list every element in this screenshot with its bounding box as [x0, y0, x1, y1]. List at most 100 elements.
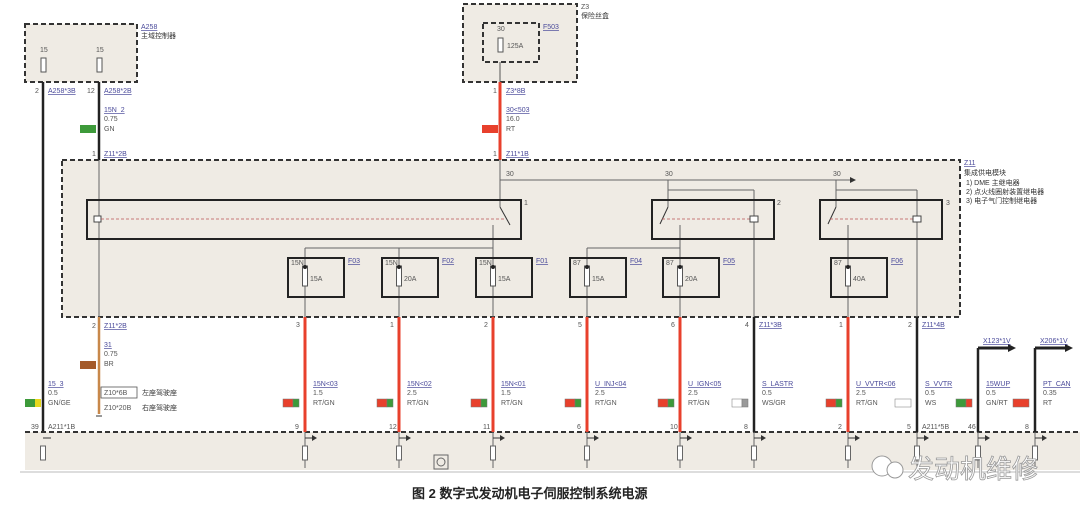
pin-label: 6 [577, 424, 581, 431]
splice-location: 左座驾驶座 [142, 388, 177, 397]
arrow-icon [985, 435, 990, 441]
a258-terminal-label: 15 [96, 47, 104, 54]
pin-label: 1 [493, 88, 497, 95]
connector-label: Z11*2B [104, 151, 127, 158]
wire-color: WS [925, 400, 937, 407]
fuse-rating: 15A [592, 276, 605, 283]
signal-name: U_VVTR<06 [856, 381, 896, 388]
pin-label: 4 [745, 322, 749, 329]
wire-gauge: 1.5 [313, 390, 323, 397]
resistor-icon [677, 445, 683, 461]
wire-color: BR [104, 361, 114, 368]
arrow-icon [924, 435, 929, 441]
watermark-text: 发动机维修 [908, 454, 1038, 484]
bus-label: 30 [665, 171, 673, 178]
connector-label: Z11*4B [922, 322, 945, 329]
wire-color-swatch [80, 361, 96, 369]
z11-id: Z11 [964, 160, 976, 167]
arrow-icon [687, 435, 692, 441]
relay-switch-icon [827, 206, 837, 225]
wire-color: RT [506, 126, 516, 133]
pin-label: 10 [670, 424, 678, 431]
wire-gauge: 0.75 [104, 351, 118, 358]
z3-name: 保险丝盒 [581, 11, 609, 20]
arrow-icon [406, 435, 411, 441]
connector-label: A258*3B [48, 88, 76, 95]
signal-name: 15N<03 [313, 381, 338, 388]
wire-gauge: 2.5 [595, 390, 605, 397]
splice-connector: Z10*6B [104, 390, 128, 397]
wire-color-swatch [894, 398, 912, 408]
pin-label: 39 [31, 424, 39, 431]
pin-label: 1 [390, 322, 394, 329]
fuse-terminal: 30 [497, 26, 505, 33]
pin-label: 2 [838, 424, 842, 431]
fuse-rating: 15A [310, 276, 323, 283]
pin-label: 3 [296, 322, 300, 329]
arrow-icon [1042, 435, 1047, 441]
fuse-terminal: 15N [479, 260, 492, 267]
wire-color-swatch [1012, 398, 1030, 408]
pin-label: 5 [907, 424, 911, 431]
signal-name: 31 [104, 342, 112, 349]
ground-symbol-icon [433, 454, 449, 470]
wire-gauge: 0.5 [762, 390, 772, 397]
pin-label: 2 [484, 322, 488, 329]
z11-legend-item: 1) DME 主继电器 [966, 178, 1020, 187]
connector-label: Z3*8B [506, 88, 526, 95]
fuse-terminal: 87 [834, 260, 842, 267]
fuse-rating: 40A [853, 276, 866, 283]
resistor-icon [302, 445, 308, 461]
module-z11: Z11 集成供电模块 1) DME 主继电器 2) 点火线圈射装置继电器 3) … [61, 159, 1044, 318]
pin-label: 2 [92, 323, 96, 330]
wire-color: RT/GN [407, 400, 429, 407]
a258-name: 主域控制器 [141, 31, 176, 40]
wire-color: RT/GN [501, 400, 523, 407]
fuse-id: F503 [543, 24, 559, 31]
fuse-icon [40, 57, 47, 73]
wire-color-swatch [25, 399, 35, 407]
pin-label: 6 [671, 322, 675, 329]
fuse-terminal: 87 [666, 260, 674, 267]
relay-switch-icon [499, 206, 511, 226]
a258-terminal-label: 15 [40, 47, 48, 54]
wire-u-vvtr-06: 1U_VVTR<062.5RT/GN2 [825, 317, 896, 468]
resistor-icon [1032, 445, 1038, 461]
signal-name: S_LASTR [762, 381, 793, 388]
module-z3: Z3 保险丝盒 F503 30 125A 1 Z3*8B [462, 3, 609, 95]
wire-gauge: 0.5 [986, 390, 996, 397]
connector-label: A258*2B [104, 88, 132, 95]
pin-label: 2 [35, 88, 39, 95]
fuse-rating: 15A [498, 276, 511, 283]
splice-location: 右座驾驶座 [142, 403, 177, 412]
wire-15n-2-labels: 15N_2 0.75 GN 1 Z11*2B [80, 107, 127, 158]
resistor-icon [584, 445, 590, 461]
resistor-icon [490, 445, 496, 461]
resistor-icon [914, 445, 920, 461]
fuse-rating: 20A [404, 276, 417, 283]
wire-gauge: 0.5 [48, 390, 58, 397]
pin-label: 1 [92, 151, 96, 158]
resistor-icon [751, 445, 757, 461]
arrow-right-icon [1008, 344, 1016, 352]
fuse-terminal: 15N [291, 260, 304, 267]
signal-name: 15N_2 [104, 107, 125, 114]
pin-label: 1 [493, 151, 497, 158]
figure-caption: 图 2 数字式发动机电子伺服控制系统电源 [412, 486, 647, 501]
relay-number: 3 [946, 200, 950, 207]
connector-label: Z11*2B [104, 323, 127, 330]
resistor-icon [975, 445, 981, 461]
relay-coil-icon [749, 215, 759, 223]
fuse-id: F02 [442, 258, 454, 265]
pin-label: 2 [908, 322, 912, 329]
connector-label: A211*5B [922, 424, 949, 431]
fuse-id: F04 [630, 258, 642, 265]
